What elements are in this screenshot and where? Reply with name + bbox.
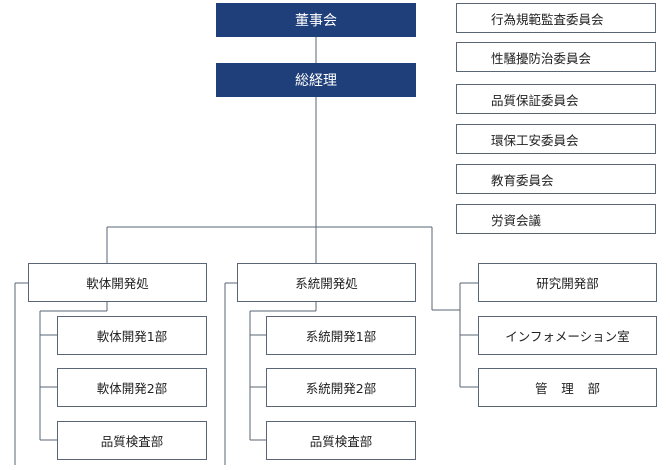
department-box: 品質検査部 (266, 421, 416, 460)
department-label: 研究開発部 (536, 276, 599, 291)
committee-label: 環保工安委員会 (491, 132, 579, 148)
board-label: 董事会 (295, 13, 337, 29)
department-box: 品質検査部 (57, 421, 207, 460)
general-manager-box: 総経理 (216, 63, 416, 97)
committee-box: 品質保証委員会 (456, 84, 656, 114)
department-label: 軟体開発1部 (96, 329, 168, 344)
division-box: 軟体開発処 (28, 263, 207, 302)
department-label: 品質検査部 (100, 434, 164, 449)
department-label: 系統開発1部 (305, 329, 377, 344)
division-label: 系統開発処 (295, 276, 358, 291)
department-box: 系統開発2部 (266, 368, 416, 407)
department-label: 品質検査部 (309, 434, 373, 449)
committee-label: 性騒擾防治委員会 (491, 50, 592, 66)
department-box: 系統開発1部 (266, 316, 416, 355)
department-box: 管理部 (478, 368, 657, 407)
committee-label: 行為規範監査委員会 (491, 11, 604, 27)
department-box: 軟体開発2部 (57, 368, 207, 407)
department-label: 管理部 (534, 381, 614, 396)
committee-box: 行為規範監査委員会 (456, 3, 656, 33)
committee-label: 労資会議 (491, 212, 542, 228)
department-box: 研究開発部 (478, 263, 657, 302)
committee-box: 教育委員会 (456, 164, 656, 194)
division-label: 軟体開発処 (86, 276, 149, 291)
general-manager-label: 総経理 (295, 73, 337, 89)
committee-label: 品質保証委員会 (491, 92, 579, 108)
department-label: 系統開発2部 (305, 381, 377, 396)
committee-label: 教育委員会 (491, 172, 554, 188)
department-box: インフォメーション室 (478, 316, 657, 355)
committee-box: 労資会議 (456, 204, 656, 234)
division-box: 系統開発処 (237, 263, 416, 302)
committee-box: 性騒擾防治委員会 (456, 42, 656, 72)
committee-box: 環保工安委員会 (456, 124, 656, 154)
board-box: 董事会 (216, 3, 416, 37)
department-label: インフォメーション室 (505, 329, 630, 344)
department-box: 軟体開発1部 (57, 316, 207, 355)
department-label: 軟体開発2部 (96, 381, 168, 396)
